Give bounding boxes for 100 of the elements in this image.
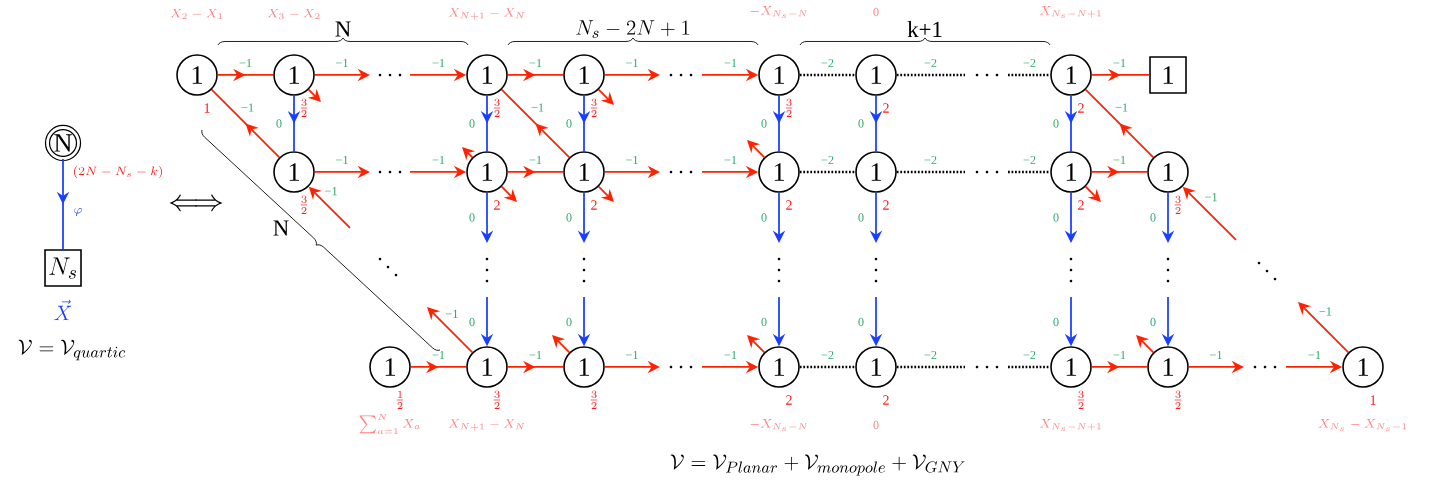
- arrow: [1136, 335, 1155, 354]
- edge-label: −1: [1319, 307, 1332, 316]
- arrow: [747, 140, 766, 159]
- gauge-node: 1: [466, 54, 508, 96]
- gauge-node: 1: [1342, 346, 1384, 388]
- edge-label: −1: [626, 155, 638, 165]
- gauge-node: N: [44, 124, 82, 162]
- gauge-node: 1: [758, 54, 800, 96]
- edge-label: 0: [469, 317, 475, 327]
- edge-label: 0: [761, 213, 767, 222]
- arrow: [307, 88, 321, 102]
- edge-label: 0: [566, 119, 572, 128]
- edge-label: −1: [724, 155, 737, 165]
- gauge-node: 1: [563, 151, 605, 193]
- charge-label: $\frac{3}{2}$: [590, 390, 598, 409]
- edge-label: −2: [1023, 350, 1036, 360]
- arrow: [427, 307, 474, 354]
- arrow: [597, 185, 614, 202]
- arrow: [1298, 302, 1350, 354]
- charge-label: 2: [786, 200, 792, 210]
- charge-label: $\frac{3}{2}$: [493, 98, 501, 117]
- gauge-node: 1: [855, 54, 897, 96]
- formula-label: $X_2 - X_1$: [170, 8, 223, 20]
- edge-label: 0: [858, 317, 864, 327]
- flavor-box: $N_s$: [44, 249, 82, 287]
- charge-label: 2: [883, 395, 889, 405]
- edge-label: 0: [1053, 119, 1059, 128]
- arrow: [500, 185, 517, 202]
- edge-label: 0: [761, 119, 767, 128]
- edge-label: 0: [469, 119, 475, 128]
- gauge-node: 1: [466, 346, 508, 388]
- edge-label: −1: [1115, 103, 1128, 112]
- edge-label: −1: [432, 58, 445, 68]
- edge-label: −2: [821, 155, 834, 165]
- edge-label: 0: [566, 317, 572, 327]
- formula-label: $\Longleftrightarrow$: [169, 194, 223, 212]
- edge-label: −1: [1210, 350, 1222, 360]
- gauge-node: 1: [563, 54, 605, 96]
- charge-label: $\frac{3}{2}$: [493, 390, 501, 409]
- formula-label: $X_{N_s-N+1}$: [1039, 419, 1101, 432]
- arrow: [1084, 185, 1101, 202]
- charge-label: 2: [591, 200, 597, 210]
- charge-label: 2: [883, 200, 889, 210]
- edge-label: −2: [1023, 58, 1036, 68]
- edge-label: −1: [1113, 58, 1126, 68]
- flavor-box: 1: [1149, 56, 1187, 94]
- edge-label: −1: [325, 187, 337, 196]
- formula-label: $-X_{N_s-N}$: [750, 6, 808, 19]
- gauge-node: 1: [563, 346, 605, 388]
- arrow: [1084, 88, 1155, 159]
- charge-label: 1: [204, 103, 210, 113]
- edge-label: −1: [529, 58, 542, 68]
- gauge-node: 1: [758, 346, 800, 388]
- edge-label: $\varphi$: [74, 208, 82, 217]
- edge-label: −1: [724, 350, 737, 360]
- edge-label: −1: [445, 309, 458, 318]
- edge-label: −1: [241, 103, 254, 112]
- formula-label: $X_3 - X_2$: [267, 8, 320, 20]
- edge-label: −1: [626, 58, 638, 68]
- edge-label: −2: [1023, 155, 1036, 165]
- edge-label: −1: [1205, 193, 1217, 202]
- gauge-node: 1: [1147, 346, 1189, 388]
- gauge-node: 1: [855, 346, 897, 388]
- gauge-node: 1: [1050, 54, 1092, 96]
- charge-label: $\frac{3}{2}$: [300, 98, 308, 117]
- edge-label: −1: [626, 350, 638, 360]
- formula-label: 0: [873, 7, 879, 17]
- gauge-node: 1: [1050, 346, 1092, 388]
- formula-label: $X_{N_s-N+1}$: [1039, 6, 1101, 19]
- gauge-node: 1: [176, 54, 218, 96]
- gauge-node: 1: [466, 151, 508, 193]
- formula-label: $X_{N+1} - X_N$: [448, 8, 525, 20]
- edge-label: 0: [1150, 317, 1156, 327]
- gauge-node: 1: [369, 346, 411, 388]
- charge-label: 2: [883, 103, 889, 113]
- edge-label: −1: [336, 58, 348, 68]
- formula-label: $(2N-N_s-k)$: [74, 165, 162, 179]
- edge-label: −1: [1308, 350, 1321, 360]
- formula-label: $X_{N_s} - X_{N_s-1}$: [1318, 419, 1407, 432]
- edge-label: −1: [529, 350, 542, 360]
- charge-label: 2: [786, 395, 792, 405]
- formula-label: $-X_{N_s-N}$: [750, 419, 808, 432]
- charge-label: $\frac{3}{2}$: [590, 98, 598, 117]
- charge-label: $\frac{1}{2}$: [396, 390, 404, 409]
- edge-label: −1: [531, 103, 544, 112]
- edge-label: −2: [821, 58, 834, 68]
- edge-label: −1: [336, 155, 348, 165]
- arrow: [552, 335, 571, 354]
- edge-label: 0: [761, 317, 767, 327]
- formula-label: k+1: [907, 21, 942, 37]
- edge-label: 0: [276, 119, 282, 128]
- formula-label: $\mathcal{V}=\mathcal{V}_{Planar}+\mathcal{V}_{monopole}+\mathcal{V}_{GNY}$: [670, 454, 965, 476]
- gauge-node: 1: [273, 54, 315, 96]
- edge-label: −1: [432, 155, 445, 165]
- formula-label: $N_s-2N+1$: [576, 20, 690, 38]
- edge-label: 0: [1053, 317, 1059, 327]
- edge-label: −2: [924, 58, 937, 68]
- edge-label: −1: [1113, 155, 1126, 165]
- formula-label: N: [273, 220, 289, 236]
- gauge-node: 1: [1147, 151, 1189, 193]
